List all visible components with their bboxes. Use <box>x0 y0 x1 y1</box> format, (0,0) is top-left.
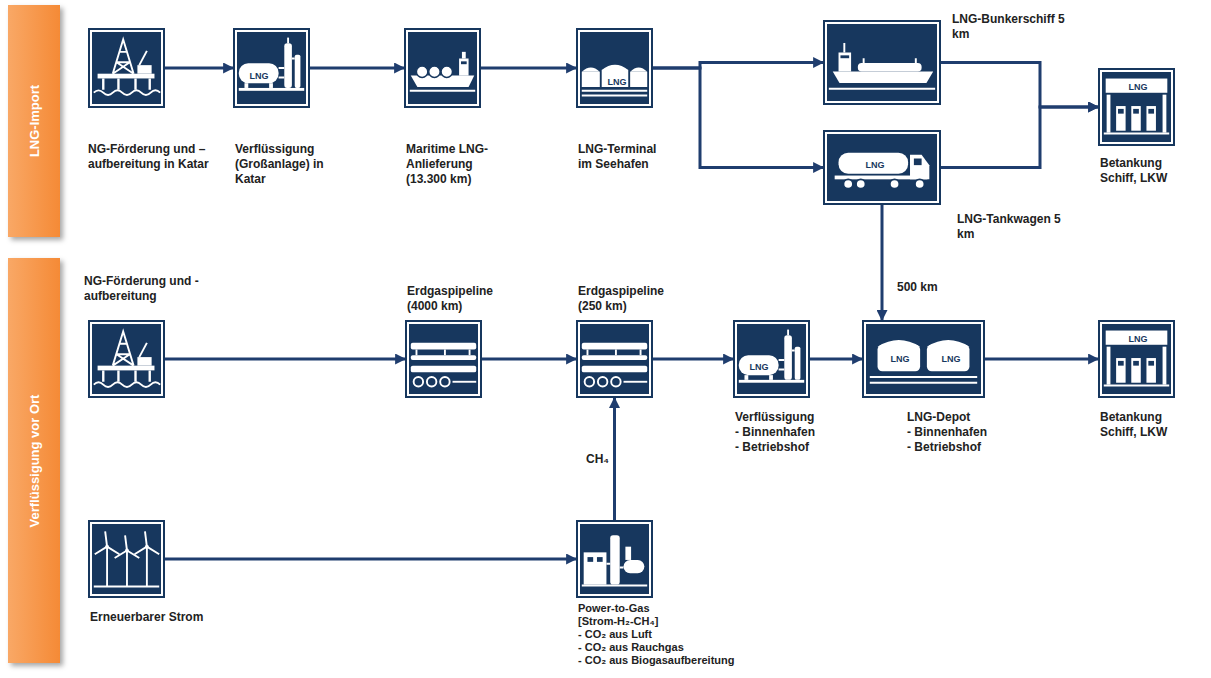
caption: NG-Förderung und –aufbereitung in Katar <box>88 142 213 172</box>
caption: Erdgaspipeline (250 km) <box>578 284 678 314</box>
section-band: LNG-Import <box>8 5 60 237</box>
caption-text: Verflüssigung <box>735 410 845 425</box>
flow-arrow <box>810 358 862 361</box>
icon-label: LNG <box>1129 334 1148 344</box>
icon-label: LNG <box>1129 82 1148 92</box>
edge-label: 500 km <box>895 280 940 295</box>
icon-box: LNG-Terminal im SeehafenLNG <box>576 28 653 108</box>
caption: Maritime LNG-Anlieferung (13.300 km) <box>406 142 516 187</box>
icon-label: LNG <box>250 71 269 81</box>
caption: Erneuerbarer Strom <box>90 610 240 625</box>
ptg-icon <box>578 522 651 596</box>
flow-arrow <box>985 358 1098 361</box>
caption: Betankung Schiff, LKW <box>1100 156 1200 186</box>
rig-icon <box>90 30 163 106</box>
caption-text: Maritime LNG-Anlieferung (13.300 km) <box>406 142 516 187</box>
icon-label: LNG <box>608 77 627 87</box>
icon-box: LNG-Depot- Binnenhafen- BetriebshofLNGLN… <box>862 320 985 398</box>
caption: NG-Förderung und -aufbereitung <box>84 274 224 304</box>
bunker-icon <box>825 22 939 103</box>
icon-box: Erdgaspipeline (250 km) <box>576 320 653 398</box>
caption: LNG-Depot- Binnenhafen- Betriebshof <box>907 410 1017 455</box>
flow-arrow <box>481 67 576 70</box>
caption: Verflüssigung- Binnenhafen- Betriebshof <box>735 410 845 455</box>
caption-text: Betankung Schiff, LKW <box>1100 410 1200 440</box>
caption: Betankung Schiff, LKW <box>1100 410 1200 440</box>
caption-text: NG-Förderung und –aufbereitung in Katar <box>88 142 213 172</box>
flow-arrow <box>941 107 1098 168</box>
icon-box: NG-Förderung und –aufbereitung in Katar <box>88 28 165 108</box>
caption: LNG-Bunkerschiff 5 km <box>952 12 1067 42</box>
flow-arrow <box>165 558 576 561</box>
icon-box: NG-Förderung und -aufbereitung <box>88 320 165 398</box>
caption: Power-to-Gas[Strom-H₂-CH₄]- CO₂ aus Luft… <box>578 602 788 667</box>
flow-arrow <box>653 68 823 168</box>
caption-text: - CO₂ aus Rauchgas <box>578 641 788 654</box>
pipe-icon <box>407 322 480 396</box>
icon-box: Erneuerbarer Strom <box>88 520 165 598</box>
icon-label: LNG <box>750 362 769 372</box>
band-label: LNG-Import <box>27 85 42 157</box>
icon-box: Verflüssigung- Binnenhafen- BetriebshofL… <box>733 320 810 398</box>
icon-box: LNG-Bunkerschiff 5 km <box>823 20 941 105</box>
icon-label: LNG <box>866 160 885 170</box>
flow-arrow <box>941 63 1098 108</box>
caption-text: [Strom-H₂-CH₄] <box>578 615 788 628</box>
flow-arrow <box>165 67 233 70</box>
icon-box: Power-to-Gas[Strom-H₂-CH₄]- CO₂ aus Luft… <box>576 520 653 598</box>
caption-text: NG-Förderung und -aufbereitung <box>84 274 224 304</box>
caption-text: LNG-Tankwagen 5 km <box>957 212 1067 242</box>
section-band: Verflüssigung vor Ort <box>8 258 60 663</box>
caption-text: Erdgaspipeline (4000 km) <box>407 284 507 314</box>
pump-icon <box>1100 322 1173 396</box>
caption-text: - Betriebshof <box>907 440 1017 455</box>
flow-arrow <box>482 358 576 361</box>
caption-text: LNG-Terminal im Seehafen <box>578 142 673 172</box>
caption-text: Erneuerbarer Strom <box>90 610 240 625</box>
caption: LNG-Terminal im Seehafen <box>578 142 673 172</box>
icon-label: LNG <box>891 354 910 364</box>
flow-arrow <box>653 358 733 361</box>
caption-text: Betankung Schiff, LKW <box>1100 156 1200 186</box>
caption-text: - Binnenhafen <box>735 425 845 440</box>
caption-text: - Betriebshof <box>735 440 845 455</box>
icon-box: Betankung Schiff, LKWLNG <box>1098 320 1175 398</box>
icon-box: Betankung Schiff, LKWLNG <box>1098 68 1175 146</box>
caption-text: LNG-Depot <box>907 410 1017 425</box>
band-label: Verflüssigung vor Ort <box>27 394 42 527</box>
caption-text: Verflüssigung (Großanlage) in Katar <box>235 142 330 187</box>
caption-text: Erdgaspipeline (250 km) <box>578 284 678 314</box>
icon-box: LNG-Tankwagen 5 kmLNG <box>823 130 941 205</box>
caption-text: - CO₂ aus Biogasaufbereitung <box>578 654 788 667</box>
pump-icon <box>1100 70 1173 144</box>
rig-icon <box>90 322 163 396</box>
caption-text: Power-to-Gas <box>578 602 788 615</box>
plant-icon <box>735 322 808 396</box>
caption-text: - Binnenhafen <box>907 425 1017 440</box>
plant-icon <box>235 30 308 106</box>
icon-box: Maritime LNG-Anlieferung (13.300 km) <box>404 28 481 108</box>
wind-icon <box>90 522 163 596</box>
caption: Erdgaspipeline (4000 km) <box>407 284 507 314</box>
caption: LNG-Tankwagen 5 km <box>957 212 1067 242</box>
caption: Verflüssigung (Großanlage) in Katar <box>235 142 330 187</box>
flow-arrow <box>165 358 405 361</box>
ship-icon <box>406 30 479 106</box>
pipe-icon <box>578 322 651 396</box>
icon-box: Erdgaspipeline (4000 km) <box>405 320 482 398</box>
caption-text: LNG-Bunkerschiff 5 km <box>952 12 1067 42</box>
flow-arrow <box>881 205 884 320</box>
edge-label: CH₄ <box>584 452 611 467</box>
icon-box: Verflüssigung (Großanlage) in KatarLNG <box>233 28 310 108</box>
caption-text: - CO₂ aus Luft <box>578 628 788 641</box>
icon-label: LNG <box>942 354 961 364</box>
flow-arrow <box>310 67 404 70</box>
terminal-icon <box>578 30 651 106</box>
depot-icon <box>864 322 983 396</box>
flow-arrow <box>613 398 616 520</box>
